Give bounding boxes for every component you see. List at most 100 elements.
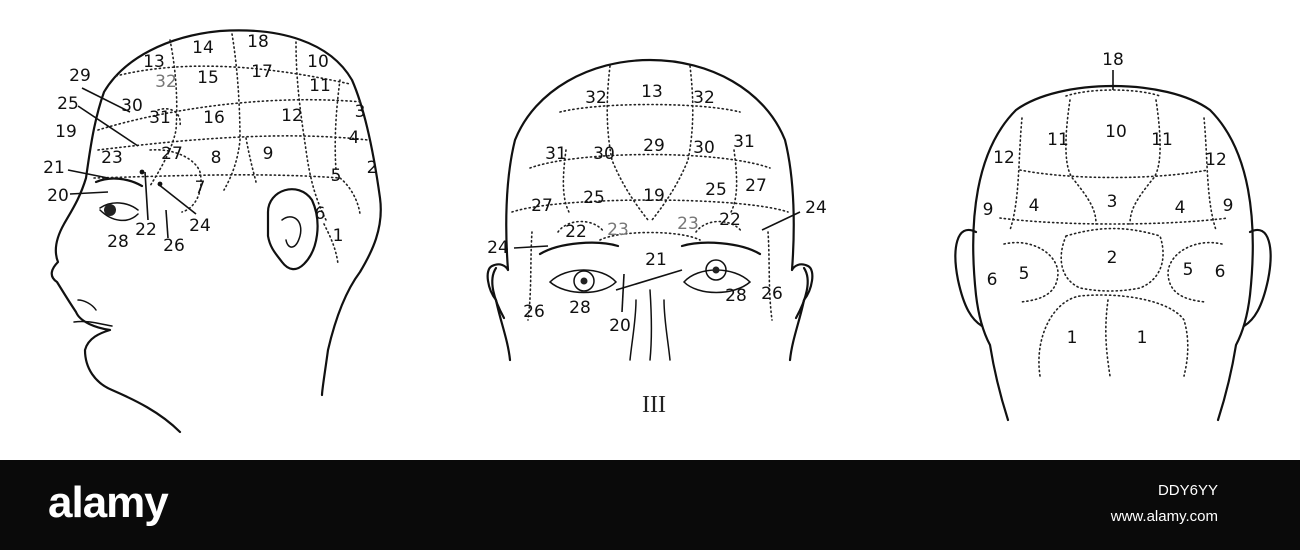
back-label: 1 xyxy=(1067,328,1078,348)
back-label: 9 xyxy=(983,200,994,220)
front-label: 30 xyxy=(693,138,715,158)
side-label: 20 xyxy=(47,186,69,206)
side-label: 12 xyxy=(281,106,303,126)
back-label: 10 xyxy=(1105,122,1127,142)
figure-caption: III xyxy=(642,392,666,418)
side-label: 28 xyxy=(107,232,129,252)
stock-watermark-bar: alamy DDY6YY www.alamy.com xyxy=(0,460,1300,550)
front-label: 24 xyxy=(487,238,509,258)
back-view-head: 18 10 11 11 12 12 3 9 4 4 9 2 6 5 5 6 1 … xyxy=(954,50,1272,422)
front-label: 27 xyxy=(745,176,767,196)
side-label: 21 xyxy=(43,158,65,178)
front-label: 24 xyxy=(805,198,827,218)
side-label: 10 xyxy=(307,52,329,72)
side-label: 11 xyxy=(309,76,331,96)
side-label: 7 xyxy=(195,178,206,198)
front-label: 23 xyxy=(607,220,629,240)
side-label: 1 xyxy=(333,226,344,246)
side-label: 27 xyxy=(161,144,183,164)
front-label: 31 xyxy=(733,132,755,152)
side-label: 4 xyxy=(349,128,360,148)
side-label: 14 xyxy=(192,38,214,58)
side-label: 32 xyxy=(155,72,177,92)
back-label: 18 xyxy=(1102,50,1124,70)
front-label: 31 xyxy=(545,144,567,164)
side-label: 24 xyxy=(189,216,211,236)
front-label: 28 xyxy=(725,286,747,306)
back-label: 4 xyxy=(1175,198,1186,218)
back-label: 9 xyxy=(1223,196,1234,216)
front-label: 32 xyxy=(693,88,715,108)
front-ear-right xyxy=(794,266,809,320)
side-mouth xyxy=(73,320,113,327)
back-label: 2 xyxy=(1107,248,1118,268)
side-eye-upper xyxy=(99,202,139,211)
back-ear-right xyxy=(1242,229,1272,328)
front-iris-left xyxy=(573,270,595,292)
back-label: 12 xyxy=(1205,150,1227,170)
side-head-outline xyxy=(50,29,382,434)
front-label: 21 xyxy=(645,250,667,270)
front-view-head: 13 32 32 31 30 29 30 31 27 25 19 25 27 2… xyxy=(486,58,827,418)
image-id: DDY6YY xyxy=(1157,482,1218,499)
side-label: 30 xyxy=(121,96,143,116)
side-label: 3 xyxy=(355,102,366,122)
site-url: www.alamy.com xyxy=(1110,508,1218,525)
side-label: 29 xyxy=(69,66,91,86)
side-label: 22 xyxy=(135,220,157,240)
side-label: 26 xyxy=(163,236,185,256)
back-label: 5 xyxy=(1183,260,1194,280)
side-label: 25 xyxy=(57,94,79,114)
front-eye-right xyxy=(682,269,752,294)
back-ear-left xyxy=(954,229,984,328)
front-label: 29 xyxy=(643,136,665,156)
front-label: 23 xyxy=(677,214,699,234)
front-eyebrow-left xyxy=(538,241,620,256)
front-label: 19 xyxy=(643,186,665,206)
front-label: 26 xyxy=(761,284,783,304)
side-label: 9 xyxy=(263,144,274,164)
front-eyebrow-right xyxy=(680,241,762,256)
side-nostril xyxy=(77,299,97,311)
side-label: 2 xyxy=(367,158,378,178)
back-label: 4 xyxy=(1029,196,1040,216)
front-label: 32 xyxy=(585,88,607,108)
side-label: 19 xyxy=(55,122,77,142)
side-label: 18 xyxy=(247,32,269,52)
alamy-logo: alamy xyxy=(48,478,169,527)
side-label: 15 xyxy=(197,68,219,88)
phrenology-illustration: 14 18 13 10 32 15 17 11 29 25 30 31 16 1… xyxy=(43,29,1272,434)
front-label: 30 xyxy=(593,144,615,164)
front-iris-right xyxy=(705,259,727,281)
side-eyebrow xyxy=(94,177,144,188)
front-label: 22 xyxy=(565,222,587,242)
back-label: 6 xyxy=(1215,262,1226,282)
side-view-head: 14 18 13 10 32 15 17 11 29 25 30 31 16 1… xyxy=(43,29,382,434)
front-label: 27 xyxy=(531,196,553,216)
front-label: 25 xyxy=(705,180,727,200)
side-eye-lower xyxy=(99,209,139,222)
side-label: 13 xyxy=(143,52,165,72)
side-label: 8 xyxy=(211,148,222,168)
front-label: 28 xyxy=(569,298,591,318)
side-label: 17 xyxy=(251,62,273,82)
side-ear xyxy=(266,188,319,271)
front-label: 20 xyxy=(609,316,631,336)
back-label: 11 xyxy=(1047,130,1069,150)
front-label: 26 xyxy=(523,302,545,322)
front-eye-left xyxy=(548,269,618,294)
back-label: 1 xyxy=(1137,328,1148,348)
front-label: 25 xyxy=(583,188,605,208)
side-label: 6 xyxy=(315,204,326,224)
side-eye-pupil xyxy=(104,204,116,216)
front-label: 13 xyxy=(641,82,663,102)
back-label: 12 xyxy=(993,148,1015,168)
back-label: 6 xyxy=(987,270,998,290)
front-ear-left xyxy=(491,266,506,320)
back-label: 5 xyxy=(1019,264,1030,284)
side-label: 23 xyxy=(101,148,123,168)
side-label: 31 xyxy=(149,108,171,128)
back-label: 3 xyxy=(1107,192,1118,212)
back-label: 11 xyxy=(1151,130,1173,150)
side-label: 5 xyxy=(331,166,342,186)
